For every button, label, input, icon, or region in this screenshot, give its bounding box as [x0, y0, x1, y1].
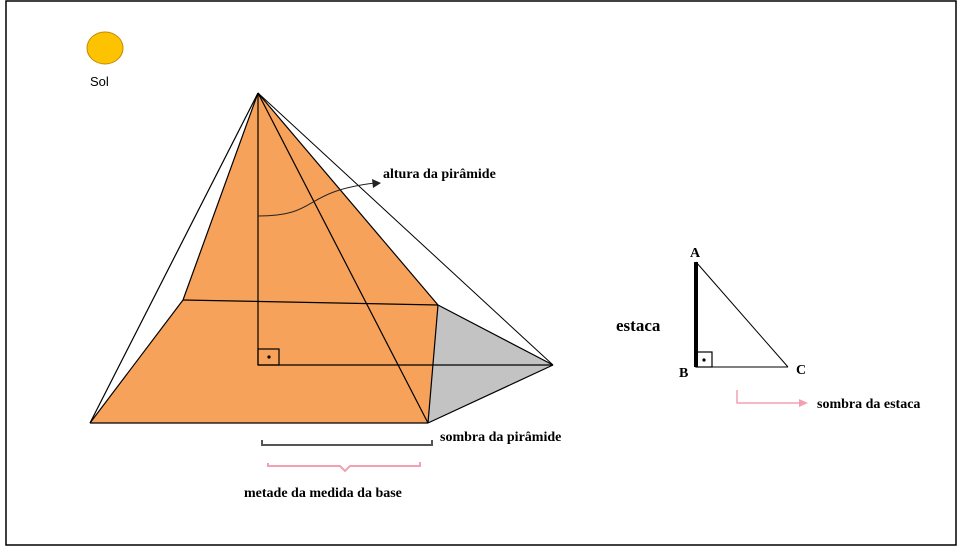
edge-back-left [182, 92, 259, 301]
base-left [89, 299, 184, 424]
pyramid-edges [89, 92, 554, 424]
point-a-label: A [690, 246, 701, 261]
sun-ray-line [257, 92, 554, 366]
stake-shadow-arrowhead [799, 399, 808, 407]
stake-sun-ray [695, 261, 789, 368]
stake-shadow-pointer [736, 390, 800, 404]
pyramid-shadow-region [428, 305, 553, 423]
sun-label: Sol [90, 74, 109, 89]
half-base-brace-pink [267, 462, 421, 473]
stake-right-angle-dot [702, 358, 706, 362]
edge-front-right [257, 92, 429, 424]
edge-left [89, 92, 259, 424]
edge-back-right [257, 92, 439, 306]
half-base-label: metade da medida da base [244, 486, 402, 501]
stake-label: estaca [616, 316, 661, 335]
height-pointer-arrowhead [372, 179, 381, 188]
shadow-edge-top [437, 304, 554, 366]
pyramid-shadow-label: sombra da pirâmide [440, 430, 561, 445]
base-right [427, 304, 439, 424]
point-c-label: C [796, 363, 806, 378]
half-base-bracket-gray [261, 440, 433, 446]
stake-shadow-label: sombra da estaca [817, 397, 920, 412]
height-pointer-curve [257, 182, 376, 217]
frame-border [5, 0, 957, 546]
right-angle-marker [257, 348, 280, 366]
pyramid-height-label: altura da pirâmide [383, 167, 496, 182]
pyramid-body [90, 93, 438, 423]
stake-right-angle-marker [695, 351, 713, 368]
right-angle-dot [267, 355, 271, 359]
point-b-label: B [679, 366, 688, 381]
base-back [182, 299, 439, 306]
sun-icon [86, 31, 124, 65]
shadow-edge-bottom [427, 364, 554, 424]
